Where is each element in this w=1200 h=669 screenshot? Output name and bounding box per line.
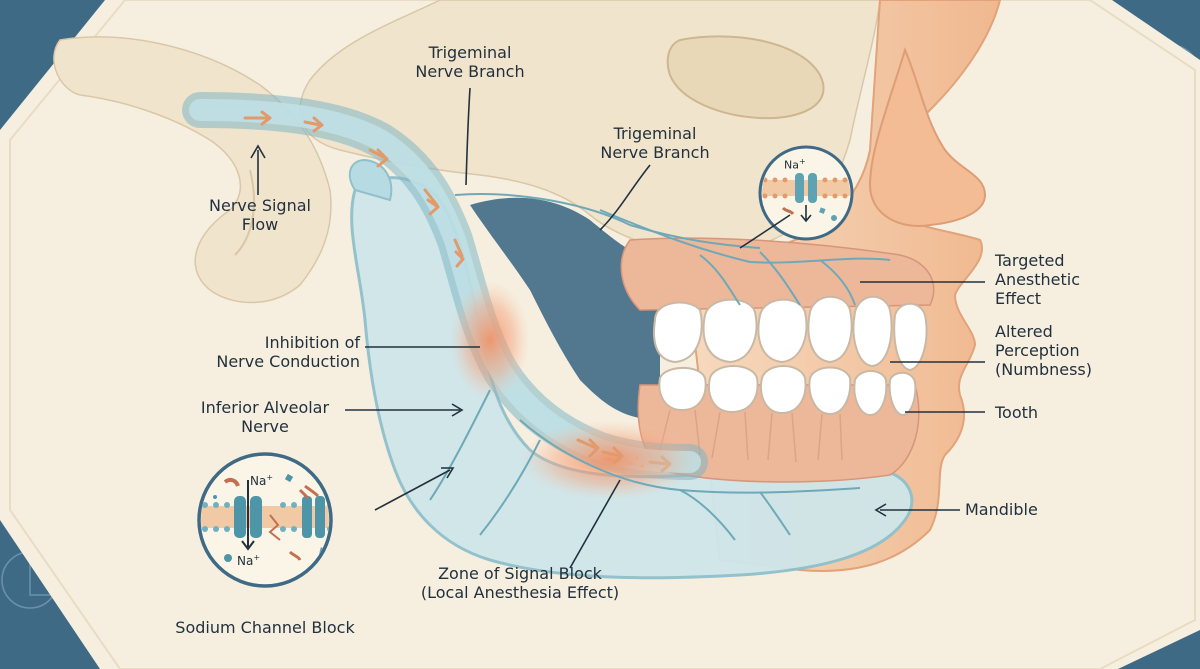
- na-ion-label-right: Na+: [784, 157, 806, 172]
- na-ion-label-left-bottom: Na+: [237, 553, 261, 568]
- label-sodium-channel-block: Sodium Channel Block: [175, 618, 355, 637]
- nose: [868, 47, 987, 227]
- lower-teeth: [658, 365, 917, 417]
- label-zone-of-signal-block: Zone of Signal Block (Local Anesthesia E…: [420, 564, 620, 602]
- label-targeted-anesthetic-effect: Targeted Anesthetic Effect: [995, 251, 1081, 308]
- nerve-branches: [429, 193, 891, 541]
- label-inhibition-of-nerve-conduction: Inhibition of Nerve Conduction: [216, 333, 360, 371]
- label-nerve-signal-flow: Nerve Signal Flow: [209, 196, 311, 234]
- upper-teeth: [653, 295, 928, 372]
- na-ion-label-left-top: Na+: [250, 473, 274, 488]
- channel-inset-right: [758, 145, 854, 241]
- label-trigeminal-nerve-branch-mid: Trigeminal Nerve Branch: [600, 124, 710, 162]
- block-zone-glow: [450, 280, 530, 400]
- label-inferior-alveolar-nerve: Inferior Alveolar Nerve: [200, 398, 330, 436]
- signal-arrows: [243, 110, 672, 473]
- label-mandible: Mandible: [965, 500, 1038, 519]
- upper-gum: [620, 237, 935, 311]
- sodium-channel-inset: [197, 452, 333, 588]
- label-tooth: Tooth: [995, 403, 1039, 422]
- label-altered-perception: Altered Perception (Numbness): [995, 322, 1092, 379]
- oral-cavity: [470, 197, 660, 420]
- label-trigeminal-nerve-branch-top: Trigeminal Nerve Branch: [415, 43, 525, 81]
- leader-lines: [250, 87, 985, 569]
- eye-socket: [666, 35, 825, 120]
